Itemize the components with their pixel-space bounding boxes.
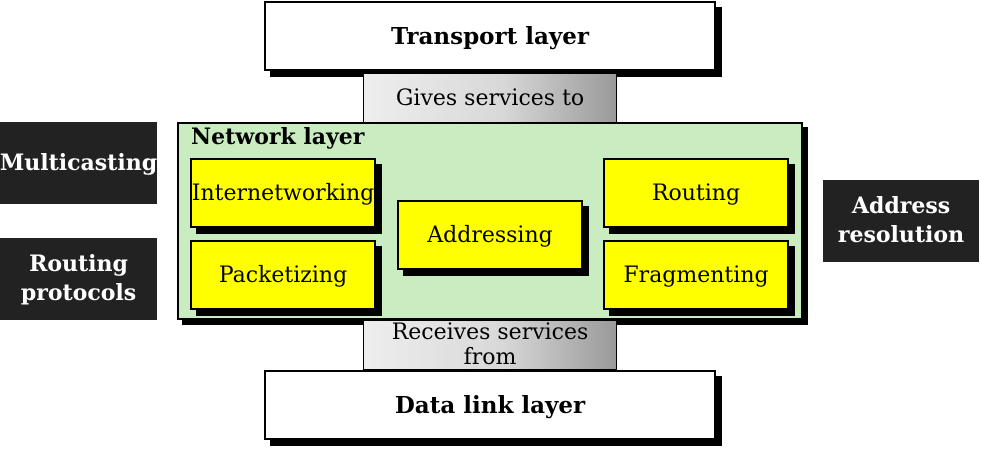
receives-services-connector: Receives services from — [363, 320, 617, 370]
routing-protocols-line2: protocols — [20, 280, 137, 306]
routing-protocols-line1: Routing — [29, 251, 128, 277]
transport-layer-box: Transport layer — [264, 1, 716, 71]
addressing-label: Addressing — [427, 222, 553, 248]
multicasting-label: Multicasting — [0, 149, 158, 176]
routing-label: Routing — [651, 180, 741, 206]
address-resolution-line1: Address — [851, 193, 951, 219]
address-resolution-label-box: Address resolution — [823, 180, 979, 262]
fragmenting-label: Fragmenting — [623, 262, 769, 288]
network-layer-title: Network layer — [191, 124, 365, 150]
addressing-box: Addressing — [397, 200, 583, 270]
fragmenting-box: Fragmenting — [603, 240, 789, 310]
packetizing-label: Packetizing — [218, 262, 348, 288]
data-link-layer-box: Data link layer — [264, 370, 716, 440]
gives-services-label: Gives services to — [395, 85, 585, 111]
data-link-layer-label: Data link layer — [394, 391, 586, 419]
gives-services-connector: Gives services to — [363, 73, 617, 123]
internetworking-label: Internetworking — [191, 180, 375, 206]
routing-protocols-label-box: Routing protocols — [0, 238, 157, 320]
receives-services-label: Receives services from — [391, 320, 589, 370]
packetizing-box: Packetizing — [190, 240, 376, 310]
transport-layer-label: Transport layer — [390, 22, 590, 50]
multicasting-label-box: Multicasting — [0, 122, 157, 204]
address-resolution-line2: resolution — [837, 222, 965, 248]
internetworking-box: Internetworking — [190, 158, 376, 228]
routing-box: Routing — [603, 158, 789, 228]
